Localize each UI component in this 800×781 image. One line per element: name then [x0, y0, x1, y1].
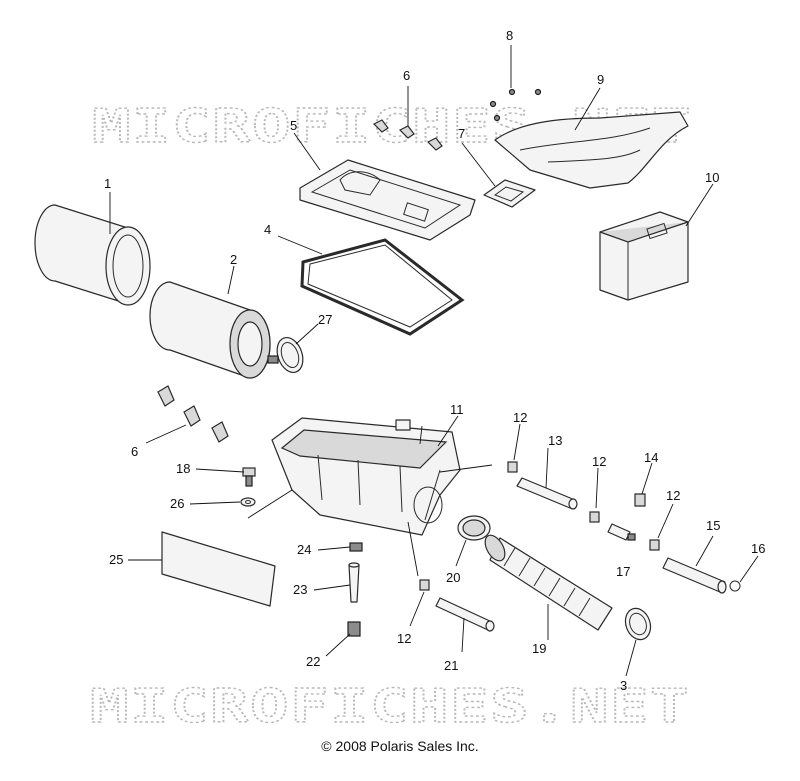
part-19-intake-boot [484, 534, 613, 631]
callout-15: 15 [706, 518, 720, 533]
part-16-clamp [729, 580, 741, 592]
part-6-fittings-upper [372, 119, 443, 151]
callout-10: 10 [705, 170, 719, 185]
callout-25: 25 [109, 552, 123, 567]
callout-21: 21 [444, 658, 458, 673]
callout-7: 7 [458, 126, 465, 141]
callout-18: 18 [176, 461, 190, 476]
callouts: 1 2 3 4 5 6 6 7 8 9 10 11 12 12 12 12 13… [104, 28, 765, 693]
part-18-bolt [242, 467, 256, 487]
leader-lines [109, 45, 759, 677]
part-24-clip [349, 542, 363, 552]
callout-12-b: 12 [592, 454, 606, 469]
callout-12-d: 12 [397, 631, 411, 646]
part-25-plate [161, 531, 276, 607]
callout-3: 3 [620, 678, 627, 693]
callout-27: 27 [318, 312, 332, 327]
callout-8: 8 [506, 28, 513, 43]
part-15-tube [662, 557, 727, 594]
callout-2: 2 [230, 252, 237, 267]
part-4-gasket [300, 238, 465, 336]
callout-13: 13 [548, 433, 562, 448]
callout-5: 5 [290, 118, 297, 133]
part-22-drain [347, 621, 361, 637]
callout-12-c: 12 [666, 488, 680, 503]
part-17-fitting [607, 523, 636, 541]
callout-11: 11 [450, 402, 464, 417]
part-27-clamp [267, 336, 304, 374]
callout-20: 20 [446, 570, 460, 585]
callout-9: 9 [597, 72, 604, 87]
callout-22: 22 [306, 654, 320, 669]
part-10-foam-block [599, 211, 689, 301]
part-5-airbox-cover [299, 159, 476, 241]
part-13-tube [516, 477, 578, 510]
callout-1: 1 [104, 176, 111, 191]
part-8-screws [489, 88, 542, 122]
part-21-tube [435, 597, 495, 632]
callout-4: 4 [264, 222, 271, 237]
callout-16: 16 [751, 541, 765, 556]
callout-26: 26 [170, 496, 184, 511]
callout-12-a: 12 [513, 410, 527, 425]
part-26-washer [240, 497, 256, 507]
part-20-coupler [457, 515, 491, 541]
part-6-fittings-lower [157, 385, 229, 443]
callout-23: 23 [293, 582, 307, 597]
copyright-notice: © 2008 Polaris Sales Inc. [321, 738, 479, 754]
callout-24: 24 [297, 542, 311, 557]
callout-6-upper: 6 [403, 68, 410, 83]
callout-6-lower: 6 [131, 444, 138, 459]
callout-19: 19 [532, 641, 546, 656]
part-11-airbox [271, 417, 461, 536]
part-23-hose [348, 562, 360, 603]
part-9-intake-duct [494, 111, 689, 189]
watermark-bottom: MICROFICHES.NET [90, 679, 690, 733]
callout-14: 14 [644, 450, 658, 465]
part-1-prefilter [34, 204, 151, 306]
part-2-air-filter [149, 281, 271, 379]
part-14-clip [634, 493, 646, 507]
callout-17: 17 [616, 564, 630, 579]
part-3-clamp [624, 607, 652, 641]
part-7-plate [483, 179, 536, 208]
part-12-clamps [419, 461, 660, 591]
